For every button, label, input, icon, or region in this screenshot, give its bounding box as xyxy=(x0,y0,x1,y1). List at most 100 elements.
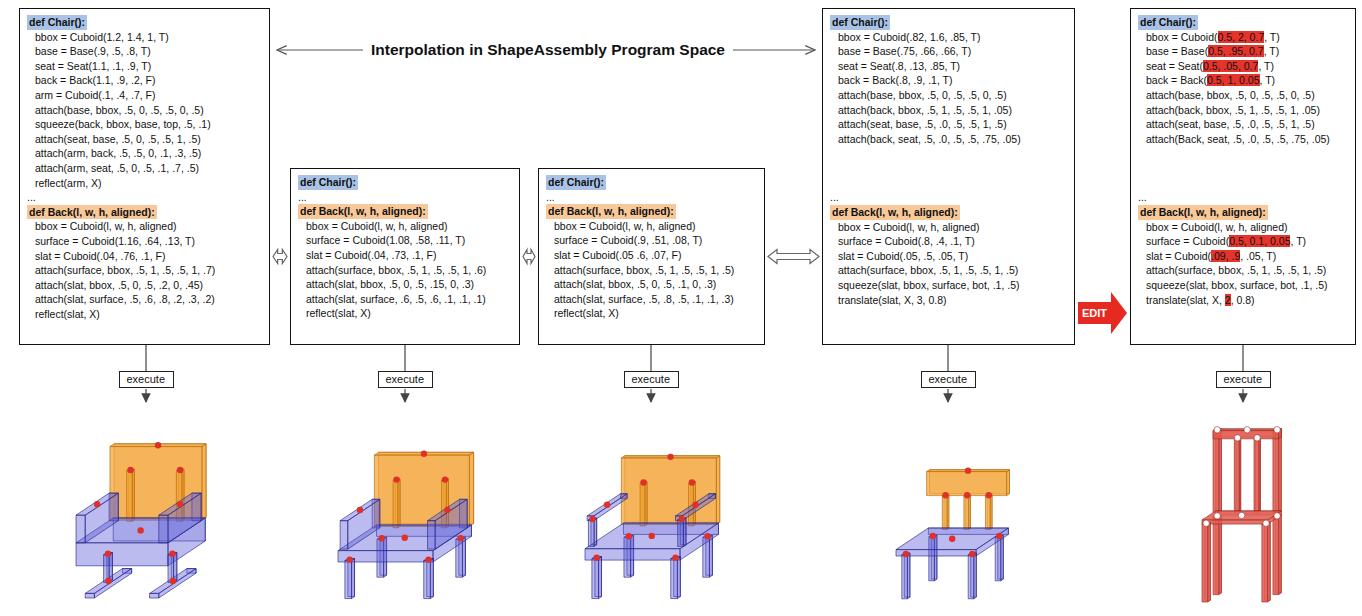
code-line: bbox = Cuboid(l, w, h, aligned) xyxy=(830,220,980,235)
cuboid-face xyxy=(968,555,974,599)
attach-point xyxy=(1203,520,1209,526)
code-line: def Chair(): xyxy=(830,15,890,30)
attach-point xyxy=(357,507,363,513)
cuboid-face xyxy=(76,515,85,543)
cuboid-face xyxy=(677,557,680,599)
cuboid xyxy=(159,493,201,543)
code-line: bbox = Cuboid(0.5, 2, 0.7, T) xyxy=(1138,30,1280,45)
interpolation-arrow xyxy=(768,250,819,264)
attach-point xyxy=(679,516,685,522)
code-line: back = Back(1.1, .9, .2, F) xyxy=(27,73,156,88)
attach-point xyxy=(105,578,111,584)
code-line: attach(slat, surface, .6, .5, .6, .1, .1… xyxy=(298,292,486,307)
cuboid-face xyxy=(1273,517,1279,595)
cuboid xyxy=(640,482,647,526)
code-line: def Chair(): xyxy=(27,15,87,30)
cuboid xyxy=(1234,437,1240,512)
cuboid-face xyxy=(76,493,118,515)
code-line: arm = Cuboid(.1, .4, .7, F) xyxy=(27,88,156,103)
code-line: reflect(slat, X) xyxy=(27,307,100,322)
code-line: squeeze(back, bbox, base, top, .5, .1) xyxy=(27,117,211,132)
code-line: base = Base(0.5, .95, 0.7, T) xyxy=(1138,44,1279,59)
cuboid xyxy=(592,557,602,599)
cuboid xyxy=(678,518,686,546)
code-line: attach(slat, bbox, .5, 0, .5, .1, 0, .3) xyxy=(546,277,716,292)
execute-box: execute xyxy=(1216,371,1271,388)
code-line: translate(slat, X, 2, 0.8) xyxy=(1138,293,1255,308)
cuboid-face xyxy=(671,559,678,599)
cuboid-face xyxy=(1202,511,1281,520)
execute-box: execute xyxy=(624,371,679,388)
cuboid-face xyxy=(1202,520,1268,524)
code-line: def Back(l, w, h, aligned): xyxy=(546,204,676,219)
attach-point xyxy=(421,451,427,457)
code-line: attach(surface, bbox, .5, 1, .5, .5, 1, … xyxy=(298,263,486,278)
attach-point xyxy=(903,551,909,557)
code-line: bbox = Cuboid(l, w, h, aligned) xyxy=(1138,220,1288,235)
code-line: attach(arm, seat, .5, 0, .5, .1, .7, .5) xyxy=(27,161,199,176)
cuboid xyxy=(896,528,1008,556)
cuboid-face xyxy=(85,593,94,598)
attach-point xyxy=(1263,520,1269,526)
cuboid-face xyxy=(1234,438,1239,512)
cuboid-face xyxy=(1273,431,1279,513)
attach-point xyxy=(94,501,100,507)
cuboid xyxy=(345,559,355,599)
edge-label: EDIT xyxy=(1080,307,1109,320)
attach-point xyxy=(444,507,450,513)
cuboid xyxy=(1202,522,1210,602)
attach-point xyxy=(170,578,176,584)
cuboid xyxy=(393,479,400,528)
code-line: surface = Cuboid(0.5, 0.1, 0.05, T) xyxy=(1138,234,1306,249)
code-line: translate(slat, X, 3, 0.8) xyxy=(830,293,947,308)
code-line: bbox = Cuboid(l, w, h, aligned) xyxy=(27,219,177,234)
cuboid-face xyxy=(985,496,990,530)
execute-link xyxy=(947,345,948,371)
cuboid-face xyxy=(995,537,1001,581)
cuboid xyxy=(1273,515,1281,595)
edit-highlight: 0.5, 1, 0.05 xyxy=(1207,74,1260,86)
cuboid-face xyxy=(338,551,433,562)
cuboid-face xyxy=(127,471,133,522)
code-line: def Back(l, w, h, aligned): xyxy=(1138,205,1268,220)
code-line: bbox = Cuboid(1.2, 1.4, 1, T) xyxy=(27,30,169,45)
code-line: surface = Cuboid(.9, .51, .08, T) xyxy=(546,233,702,248)
edit-highlight: .09, .9 xyxy=(1211,250,1240,262)
cuboid-face xyxy=(594,494,627,521)
cuboid xyxy=(1262,522,1270,602)
cuboid-face xyxy=(202,444,206,520)
code-line: bbox = Cuboid(.82, 1.6, .85, T) xyxy=(830,30,981,45)
code-line: squeeze(slat, bbox, surface, bot, .1, .5… xyxy=(830,278,1020,293)
attach-point xyxy=(177,467,183,473)
edit-highlight: 0.5, 0.1, 0.05 xyxy=(1229,235,1290,247)
cuboid-face xyxy=(709,535,712,577)
attach-point xyxy=(177,501,183,507)
cuboid-face xyxy=(345,561,352,599)
attach-point xyxy=(127,467,133,473)
attach-point xyxy=(105,550,111,556)
code-line: attach(base, bbox, .5, 0, .5, .5, 0, .5) xyxy=(27,103,204,118)
execute-arrow xyxy=(1242,389,1243,402)
cuboid-face xyxy=(430,559,433,599)
code-line: def Back(l, w, h, aligned): xyxy=(298,204,428,219)
attach-point xyxy=(604,502,610,508)
attach-point xyxy=(692,502,698,508)
interpolation-arrow xyxy=(273,250,287,264)
execute-box: execute xyxy=(921,371,976,388)
cuboid-face xyxy=(682,494,715,521)
attach-point xyxy=(1274,513,1280,519)
code-line: seat = Seat(1.1, .1, .9, T) xyxy=(27,59,151,74)
edit-highlight: 0.5, .05, 0.7 xyxy=(1203,60,1258,72)
cuboid xyxy=(588,518,596,546)
code-line: bbox = Cuboid(l, w, h, aligned) xyxy=(546,219,696,234)
code-line: attach(back, bbox, .5, 1, .5, .5, 1, .05… xyxy=(1138,103,1320,118)
attach-point xyxy=(640,479,646,485)
code-line: attach(seat, base, .5, .0, .5, .5, 1, .5… xyxy=(1138,117,1315,132)
code-line: ... xyxy=(298,190,307,205)
cuboid-face xyxy=(462,537,465,577)
code-line: attach(seat, base, .5, 0, .5, .5, 1, .5) xyxy=(27,132,201,147)
execute-arrow xyxy=(145,389,146,402)
attach-point xyxy=(969,551,975,557)
code-line: base = Base(.9, .5, .8, T) xyxy=(27,44,151,59)
